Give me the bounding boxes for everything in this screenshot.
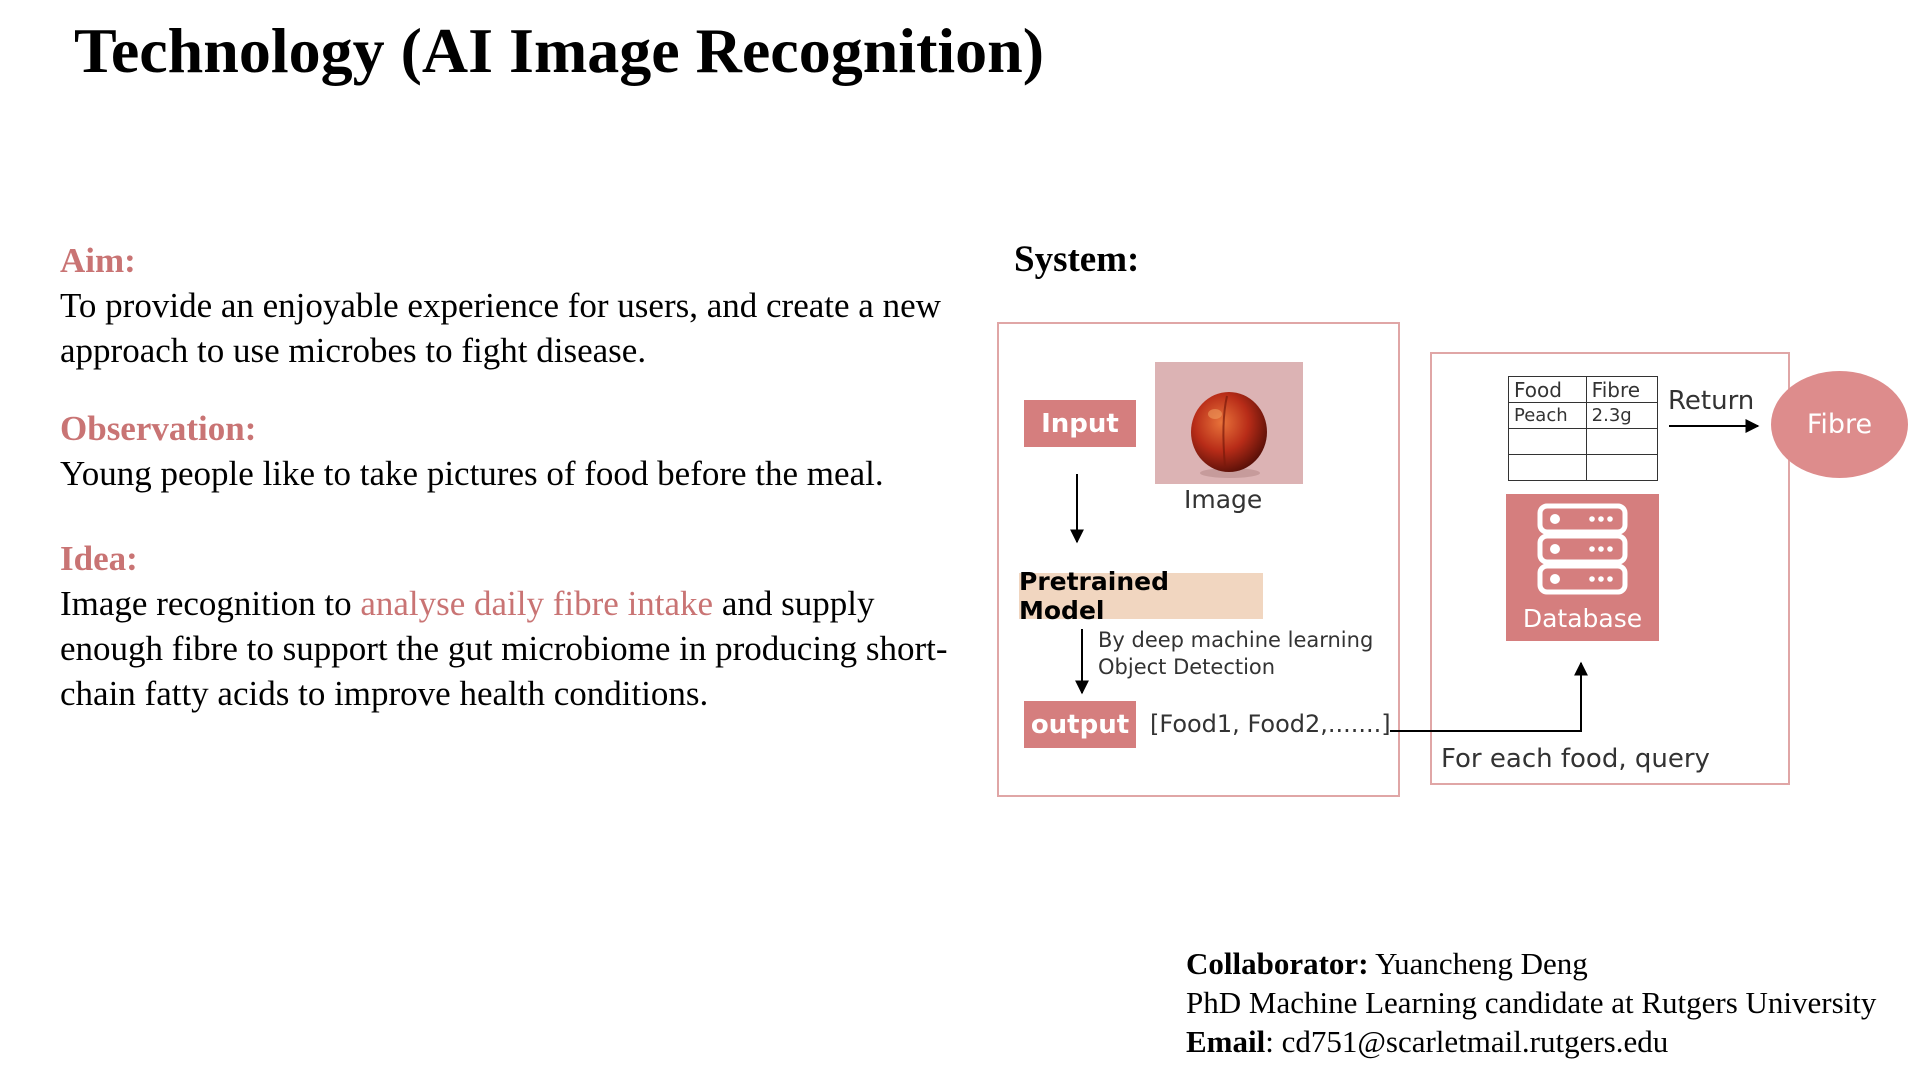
system-heading: System: <box>1014 239 1140 280</box>
input-box: Input <box>1024 400 1136 447</box>
email-address: : cd751@scarletmail.rutgers.edu <box>1265 1024 1669 1059</box>
idea-highlight: analyse daily fibre intake <box>360 584 714 623</box>
table-row <box>1508 428 1659 455</box>
database-panel <box>1430 352 1790 785</box>
observation-heading: Observation: <box>60 409 257 448</box>
database-icon <box>1537 503 1628 595</box>
description-column: Aim: To provide an enjoyable experience … <box>60 238 960 716</box>
email-label: Email <box>1186 1024 1266 1059</box>
fibre-table: Food Fibre Peach 2.3g <box>1508 376 1659 481</box>
idea-text-start: Image recognition to <box>60 584 361 623</box>
aim-text: To provide an enjoyable experience for u… <box>60 286 941 370</box>
idea-text-end: and supply enough fibre to support the g… <box>60 584 948 713</box>
collaborator-info: Collaborator: Yuancheng Deng PhD Machine… <box>1186 944 1876 1061</box>
output-box: output <box>1024 701 1136 748</box>
method-line-2: Object Detection <box>1098 655 1276 679</box>
output-list: [Food1, Food2,.......] <box>1150 710 1391 738</box>
table-row <box>1508 454 1659 481</box>
aim-heading: Aim: <box>60 241 136 280</box>
table-cell <box>1508 428 1587 455</box>
email-line: Email: cd751@scarletmail.rutgers.edu <box>1186 1022 1876 1061</box>
idea-text: Image recognition to analyse daily fibre… <box>60 581 960 716</box>
collaborator-line: Collaborator: Yuancheng Deng <box>1186 944 1876 983</box>
page-title: Technology (AI Image Recognition) <box>74 15 1045 86</box>
arrow-output-to-database <box>1390 661 1588 732</box>
recognition-panel <box>997 322 1400 797</box>
fibre-result-circle: Fibre <box>1771 371 1908 478</box>
method-line-1: By deep machine learning <box>1098 628 1374 652</box>
collaborator-role: PhD Machine Learning candidate at Rutger… <box>1186 985 1877 1020</box>
return-label: Return <box>1668 386 1755 416</box>
peach-icon <box>1191 392 1267 478</box>
fibre-result-label: Fibre <box>1806 409 1873 440</box>
image-caption: Image <box>1184 485 1263 514</box>
table-cell: Peach <box>1508 402 1587 429</box>
observation-text: Young people like to take pictures of fo… <box>60 454 884 493</box>
table-row: Peach 2.3g <box>1508 402 1659 429</box>
table-cell <box>1585 454 1659 481</box>
query-label: For each food, query <box>1441 744 1710 774</box>
idea-heading: Idea: <box>60 539 138 578</box>
database-box: Database <box>1506 494 1659 641</box>
food-image <box>1155 362 1303 484</box>
collaborator-name: Yuancheng Deng <box>1368 946 1588 981</box>
collaborator-label: Collaborator: <box>1186 946 1369 981</box>
database-label: Database <box>1522 604 1643 633</box>
